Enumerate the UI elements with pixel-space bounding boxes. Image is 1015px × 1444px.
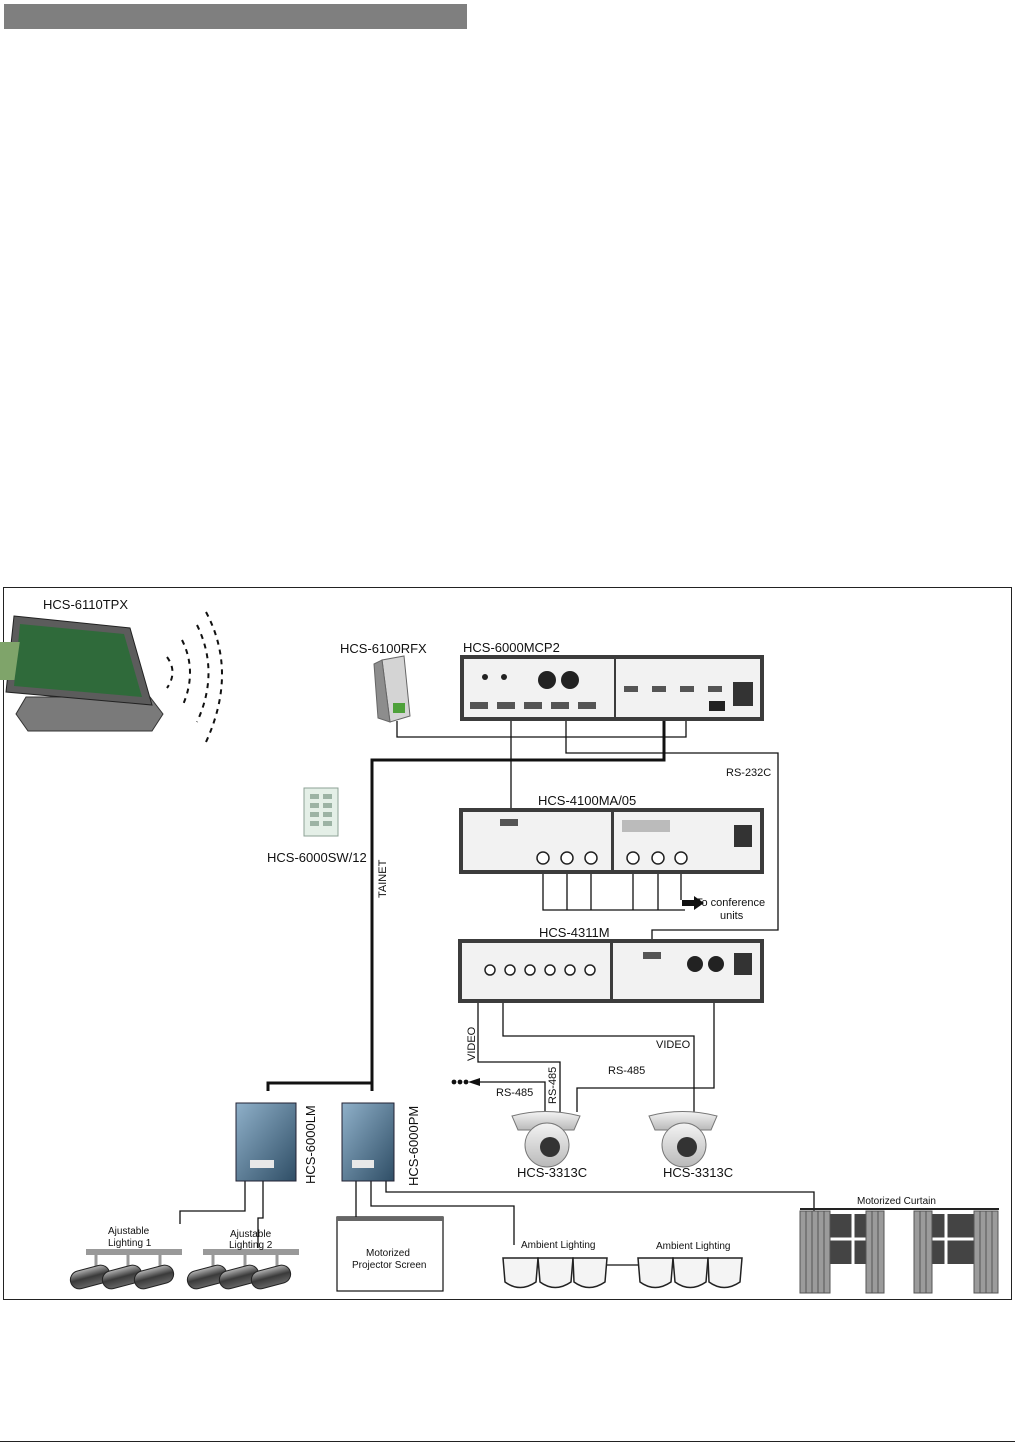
- light-module-device: [235, 1102, 297, 1182]
- label-lighting-2b: Lighting 2: [229, 1240, 273, 1251]
- label-main-controller: HCS-6000MCP2: [463, 640, 560, 655]
- label-conference-line2: units: [720, 910, 744, 922]
- label-screen-1: Motorized: [366, 1248, 410, 1259]
- label-touch-panel: HCS-6110TPX: [43, 597, 128, 612]
- video-switcher-device: [458, 939, 764, 1003]
- label-wall-switch: HCS-6000SW/12: [267, 850, 367, 865]
- label-video-switcher: HCS-4311M: [539, 925, 610, 940]
- projector-screen-box: [336, 1216, 444, 1292]
- label-ambient-2: Ambient Lighting: [656, 1241, 731, 1252]
- lighting-fixture-1: [69, 1249, 182, 1290]
- footer-rule: [0, 1441, 1015, 1442]
- header-bar: [4, 4, 467, 29]
- label-rs485-2: RS-485: [496, 1087, 533, 1099]
- ambient-lights-1: [502, 1257, 608, 1289]
- label-camera-2: HCS-3313C: [663, 1165, 733, 1180]
- label-power-module: HCS-6000PM: [406, 1106, 421, 1186]
- label-lighting-1b: Lighting 1: [108, 1238, 152, 1249]
- label-rs485-3: RS-485: [547, 1067, 559, 1104]
- label-conference-line1: To conference: [696, 897, 765, 909]
- label-rs232c: RS-232C: [726, 767, 771, 779]
- tainet-to-lm: [266, 1081, 372, 1091]
- touch-panel-device: [0, 615, 164, 732]
- rs485-out: [478, 1081, 546, 1112]
- label-tainet: TAINET: [377, 859, 389, 898]
- video-cable-1: [477, 1000, 561, 1112]
- cables: [179, 705, 815, 1266]
- camera-device-2: [648, 1111, 718, 1168]
- label-audio-unit: HCS-4100MA/05: [538, 793, 636, 808]
- tainet-bus: [370, 705, 666, 1091]
- label-screen-2: Projector Screen: [352, 1260, 426, 1271]
- label-curtain: Motorized Curtain: [857, 1196, 936, 1207]
- curtain-graphic: [799, 1208, 999, 1294]
- lighting-fixture-2: [186, 1249, 299, 1290]
- main-controller-device: [460, 655, 764, 721]
- ambient-lights-2: [637, 1257, 743, 1289]
- label-rf-receiver: HCS-6100RFX: [340, 641, 427, 656]
- conference-bus: [542, 858, 685, 911]
- label-video-2: VIDEO: [656, 1039, 691, 1051]
- label-lighting-1a: Ajustable: [108, 1226, 150, 1237]
- diagram-frame: [3, 587, 1012, 1300]
- label-camera-1: HCS-3313C: [517, 1165, 587, 1180]
- continuation-dots-icon: [451, 1079, 469, 1085]
- label-lighting-2a: Ajustable: [230, 1229, 272, 1240]
- video-cable-2: [502, 1000, 695, 1112]
- rs485-chain: [576, 1003, 715, 1112]
- label-light-module: HCS-6000LM: [303, 1105, 318, 1184]
- rf-receiver-device: [373, 655, 411, 723]
- wall-switch-device: [303, 787, 339, 837]
- label-ambient-1: Ambient Lighting: [521, 1240, 596, 1251]
- wireless-signal-icon: [166, 611, 223, 743]
- label-video-1: VIDEO: [466, 1026, 478, 1061]
- camera-device-1: [511, 1111, 581, 1168]
- rs232c-cable: [565, 705, 779, 959]
- label-rs485-1: RS-485: [608, 1065, 645, 1077]
- power-module-device: [341, 1102, 395, 1182]
- audio-unit-device: [459, 808, 764, 874]
